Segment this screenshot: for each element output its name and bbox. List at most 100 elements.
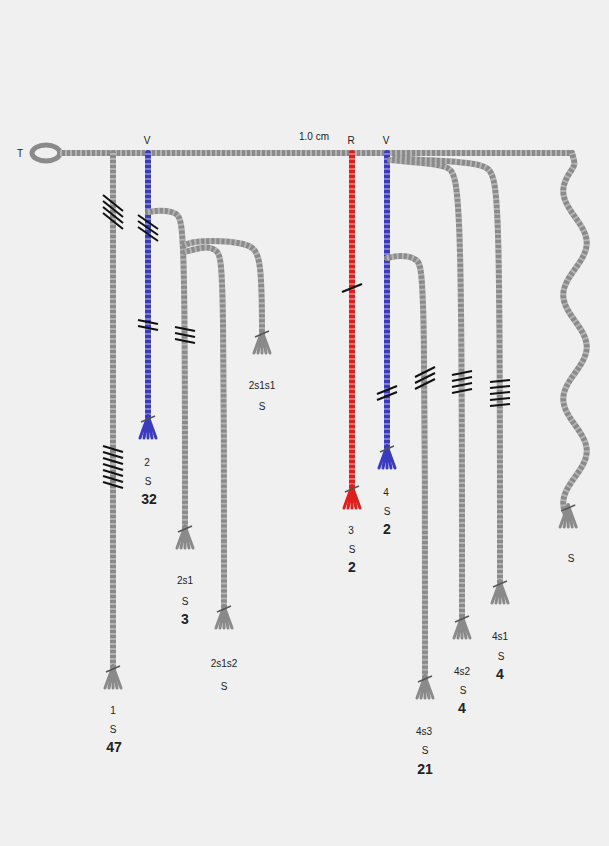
knot-mark bbox=[490, 386, 510, 388]
knot-mark bbox=[490, 398, 510, 400]
knot-mark bbox=[175, 327, 195, 331]
cord-label: 1 bbox=[109, 705, 117, 716]
cord-label: 2s1 bbox=[176, 575, 194, 586]
knot-mark bbox=[103, 482, 123, 488]
cord-label: R bbox=[346, 135, 355, 146]
cord-label: 32 bbox=[140, 492, 158, 507]
knot-mark bbox=[138, 326, 158, 330]
knot-mark bbox=[452, 389, 472, 393]
subsidiary-cord bbox=[387, 256, 435, 698]
subsidiary-cord-twist bbox=[390, 160, 462, 630]
knot-mark bbox=[175, 333, 195, 337]
cord-label: S bbox=[497, 651, 506, 662]
subsidiary-cord bbox=[395, 158, 510, 603]
pendant-cord-twist bbox=[384, 153, 390, 460]
subsidiary-cord bbox=[395, 158, 500, 595]
primary-cord bbox=[60, 153, 572, 154]
tassel-wrap bbox=[178, 526, 192, 532]
pendant-cord bbox=[349, 153, 355, 500]
tassel-wrap bbox=[255, 331, 269, 337]
knot-mark bbox=[452, 371, 472, 375]
knot-mark bbox=[103, 470, 123, 476]
pendant-cord bbox=[145, 153, 151, 430]
cord-label: 2 bbox=[143, 457, 151, 468]
cord-label: S bbox=[181, 596, 190, 607]
cord-label: T bbox=[16, 148, 24, 159]
cord-label: V bbox=[382, 135, 391, 146]
tassel-wrap bbox=[418, 676, 432, 682]
pendant-cord bbox=[384, 153, 390, 460]
subsidiary-cord bbox=[387, 256, 425, 690]
pendant-cord-twist bbox=[110, 153, 116, 680]
tassel-wrap bbox=[345, 486, 359, 492]
knot-mark bbox=[452, 383, 472, 387]
cord-label: 4s1 bbox=[491, 631, 509, 642]
tassel-wrap bbox=[106, 666, 120, 672]
pendant-cord bbox=[138, 153, 158, 438]
subsidiary-cord bbox=[185, 248, 232, 628]
subsidiary-cord bbox=[390, 160, 472, 638]
subsidiary-cord bbox=[185, 248, 224, 620]
knot-mark bbox=[138, 320, 158, 324]
cord-label: S bbox=[459, 685, 468, 696]
knot-mark bbox=[377, 392, 397, 400]
subsidiary-cord-twist bbox=[395, 158, 500, 595]
cord-label: 1.0 cm bbox=[298, 131, 330, 142]
cord-label: 4 bbox=[382, 487, 390, 498]
tassel-wrap bbox=[141, 416, 155, 422]
cord-label: S bbox=[220, 681, 229, 692]
knot-mark bbox=[103, 476, 123, 482]
pendant-cord bbox=[342, 153, 362, 508]
cord-label: 4 bbox=[495, 667, 505, 682]
pendant-cord-twist bbox=[349, 153, 355, 500]
cord-label: S bbox=[258, 401, 267, 412]
cord-label: S bbox=[383, 506, 392, 517]
primary-cord-twist bbox=[60, 150, 572, 156]
cord-label: 4s2 bbox=[453, 666, 471, 677]
cord-label: 2s1s2 bbox=[210, 658, 239, 669]
cord-label: 47 bbox=[105, 740, 123, 755]
pendant-cord-twist bbox=[563, 153, 586, 519]
cord-label: V bbox=[143, 135, 152, 146]
knot-mark bbox=[103, 213, 123, 229]
tassel-wrap bbox=[561, 505, 575, 511]
cord-label: 2 bbox=[347, 560, 357, 575]
subsidiary-cord-twist bbox=[148, 211, 185, 540]
pendant-cord bbox=[110, 153, 116, 680]
cord-label: 21 bbox=[416, 762, 434, 777]
pendant-cord bbox=[377, 153, 397, 468]
subsidiary-cord bbox=[390, 160, 462, 630]
tassel-wrap bbox=[217, 606, 231, 612]
knot-mark bbox=[103, 446, 123, 452]
knot-mark bbox=[415, 379, 435, 389]
knot-mark bbox=[175, 339, 195, 343]
subsidiary-cord bbox=[185, 241, 270, 353]
knot-mark bbox=[452, 377, 472, 381]
pendant-cord bbox=[560, 153, 587, 527]
pendant-cord-twist bbox=[145, 153, 151, 430]
pendant-cord bbox=[563, 153, 586, 519]
cord-label: 4 bbox=[457, 701, 467, 716]
subsidiary-cord-twist bbox=[387, 256, 425, 690]
cord-label: S bbox=[567, 553, 576, 564]
primary-loop bbox=[32, 145, 60, 161]
knot-mark bbox=[490, 380, 510, 382]
knot-mark bbox=[138, 227, 158, 241]
knot-mark bbox=[103, 458, 123, 464]
cord-label: S bbox=[421, 745, 430, 756]
knot-mark bbox=[103, 452, 123, 458]
tassel-wrap bbox=[455, 616, 469, 622]
cord-label: S bbox=[348, 544, 357, 555]
primary-cord bbox=[60, 150, 572, 156]
subsidiary-cord bbox=[148, 211, 185, 540]
cord-label: 2s1s1 bbox=[248, 380, 277, 391]
pendant-cord bbox=[103, 153, 123, 688]
subsidiary-cord-twist bbox=[185, 248, 224, 620]
knot-mark bbox=[103, 464, 123, 470]
cord-label: 2 bbox=[382, 522, 392, 537]
cord-label: 3 bbox=[180, 612, 190, 627]
knot-mark bbox=[490, 404, 510, 406]
knot-mark bbox=[490, 392, 510, 394]
knot-mark bbox=[342, 284, 362, 292]
